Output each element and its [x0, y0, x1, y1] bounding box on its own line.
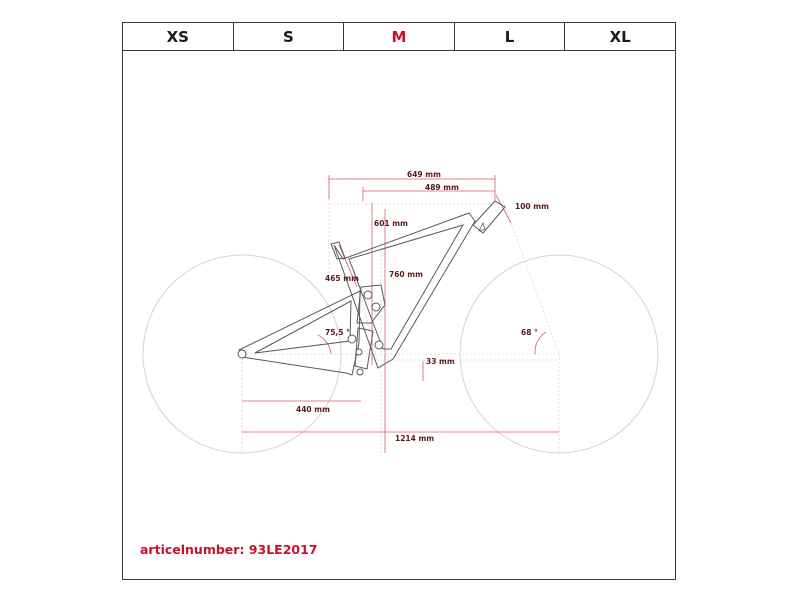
tab-size-l[interactable]: L: [455, 23, 566, 50]
reach-total-label: 649 mm: [407, 170, 441, 179]
top-tube-label: 489 mm: [425, 183, 459, 192]
article-number: articelnumber: 93LE2017: [140, 542, 318, 557]
seat-angle-label: 75,5 °: [325, 328, 350, 337]
seat-angle-arc: [317, 334, 332, 355]
size-tabs: XS S M L XL: [123, 23, 675, 51]
head-tube-label: 100 mm: [515, 202, 549, 211]
tab-size-s[interactable]: S: [234, 23, 345, 50]
dimension-lines: [242, 175, 559, 453]
tab-size-xs[interactable]: XS: [123, 23, 234, 50]
stack-total-label: 760 mm: [389, 270, 423, 279]
tab-size-m[interactable]: M: [344, 23, 455, 50]
head-angle-label: 68 °: [521, 328, 538, 337]
head-angle-arc: [534, 331, 547, 355]
seat-tube-label: 465 mm: [325, 274, 359, 283]
bike-geometry-diagram: 649 mm 489 mm 100 mm 601 mm 465 mm 760 m…: [142, 170, 659, 454]
bike-frame: [238, 200, 506, 376]
stack-label: 601 mm: [374, 219, 408, 228]
wheelbase-label: 1214 mm: [395, 434, 434, 443]
brand-logo-icon: [478, 221, 486, 232]
chainstay-label: 440 mm: [296, 405, 330, 414]
pivot-points: [237, 290, 384, 376]
bb-drop-label: 33 mm: [426, 357, 455, 366]
rear-wheel: [142, 254, 342, 454]
size-chart-panel: XS S M L XL: [122, 22, 676, 580]
tab-size-xl[interactable]: XL: [609, 27, 631, 46]
